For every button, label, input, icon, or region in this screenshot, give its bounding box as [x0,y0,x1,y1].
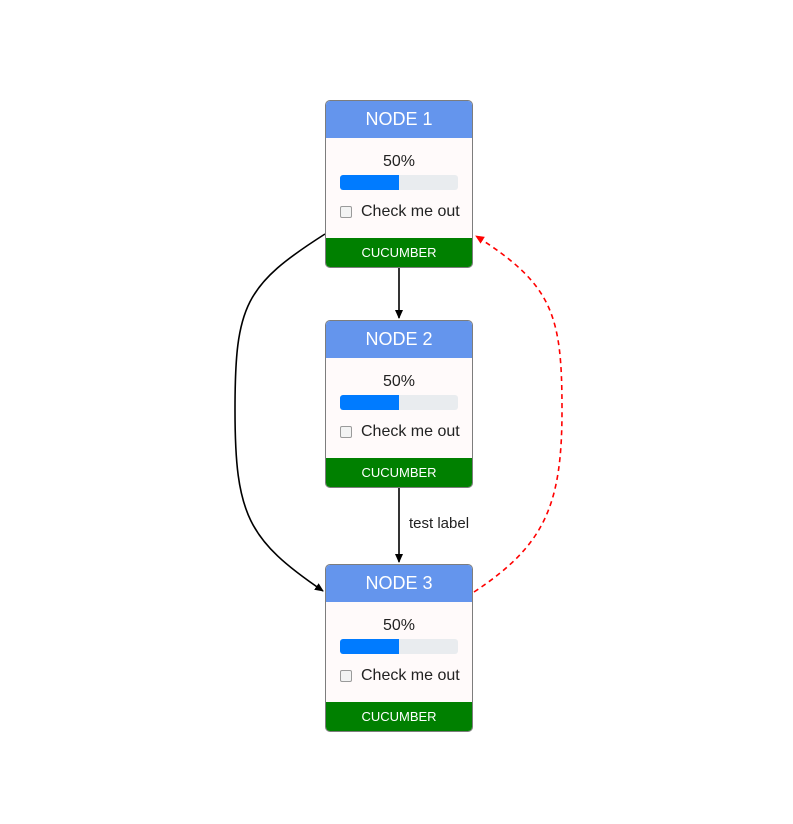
node-1[interactable]: NODE 1 50% Check me out CUCUMBER [325,100,473,268]
node-1-progress-bar [340,175,458,190]
node-1-title: NODE 1 [326,101,472,138]
node-3-body: 50% Check me out [326,602,472,702]
node-2-progress-bar [340,395,458,410]
node-3[interactable]: NODE 3 50% Check me out CUCUMBER [325,564,473,732]
node-1-footer: CUCUMBER [326,238,472,267]
node-2-checkbox-label[interactable]: Check me out [361,423,460,440]
node-2-progress-fill [340,395,399,410]
node-3-checkbox-label[interactable]: Check me out [361,667,460,684]
node-2-footer: CUCUMBER [326,458,472,487]
node-1-body: 50% Check me out [326,138,472,238]
node-2[interactable]: NODE 2 50% Check me out CUCUMBER [325,320,473,488]
node-3-progress-fill [340,639,399,654]
node-3-progress-text: 50% [382,617,416,634]
node-3-progress-bar [340,639,458,654]
edge-node1-node3[interactable] [234,233,326,592]
node-1-checkbox[interactable] [340,206,352,218]
node-2-body: 50% Check me out [326,358,472,458]
node-3-footer: CUCUMBER [326,702,472,731]
edge-node3-node1-dashed[interactable] [473,235,563,593]
node-1-progress-fill [340,175,399,190]
node-1-progress-text: 50% [382,153,416,170]
node-2-progress-text: 50% [382,373,416,390]
node-2-title: NODE 2 [326,321,472,358]
node-1-checkbox-label[interactable]: Check me out [361,203,460,220]
edge-label-node2-node3: test label [409,515,470,532]
node-3-checkbox[interactable] [340,670,352,682]
node-3-title: NODE 3 [326,565,472,602]
node-2-checkbox[interactable] [340,426,352,438]
node-3-check-row[interactable]: Check me out [340,666,460,686]
node-2-check-row[interactable]: Check me out [340,422,460,442]
node-1-check-row[interactable]: Check me out [340,202,460,222]
